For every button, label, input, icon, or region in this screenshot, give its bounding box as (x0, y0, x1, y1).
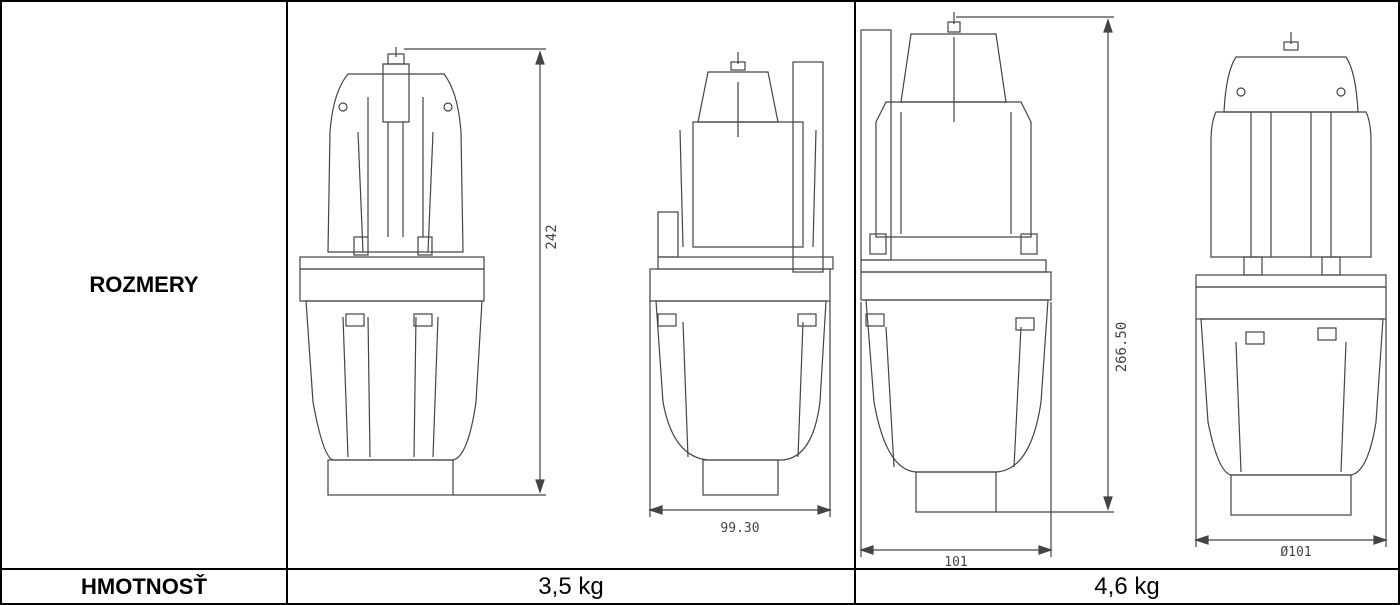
diameter-dimension-line (1194, 319, 1388, 547)
pump-drawing-model-1: 242 99.30 (299, 47, 834, 536)
width-dimension-line-2 (859, 302, 1053, 557)
pump-side-view (649, 52, 834, 496)
weight-model-2: 4,6 kg (1094, 573, 1160, 600)
row-label-dimensions: ROZMERY (89, 272, 199, 297)
row-label-weight: HMOTNOSŤ (81, 574, 207, 599)
weight-model-1: 3,5 kg (538, 573, 604, 600)
height-dimension-line-2 (956, 16, 1114, 513)
dimension-width-label: 101 (944, 555, 967, 568)
height-dimension-line-1 (404, 48, 546, 496)
dimension-diameter-label: Ø101 (1280, 545, 1311, 560)
width-dimension-line-1 (648, 301, 832, 517)
dimension-width-label: 99.30 (720, 521, 759, 536)
pump-drawing-model-2: 266.50 101 Ø101 (859, 12, 1388, 568)
pump-rear-view (1195, 32, 1387, 516)
dimension-height-label: 242 (544, 224, 560, 249)
dimension-height-label: 266.50 (1114, 322, 1130, 373)
pump-front-view (860, 12, 1052, 513)
pump-front-view (299, 47, 485, 496)
